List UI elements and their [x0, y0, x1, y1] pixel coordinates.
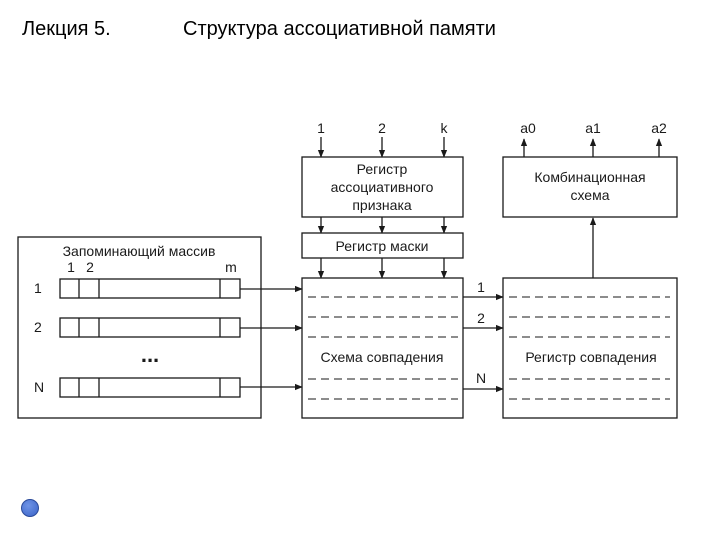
match-register: Регистр совпадения [502, 277, 678, 419]
circle-nav-icon[interactable] [21, 499, 39, 517]
output-label-a1: a1 [585, 120, 601, 136]
mask-register: Регистр маски [301, 232, 464, 259]
match-circuit-dashed-lines [308, 296, 458, 400]
association-register-label-line-3: признака [352, 197, 412, 213]
output-label-a0: a0 [520, 120, 536, 136]
association-input-label-k: k [441, 120, 449, 136]
association-register-label-line-2: ассоциативного [331, 179, 434, 195]
storage-rows-ellipsis: ... [141, 342, 159, 367]
association-input-label-2: 2 [378, 120, 386, 136]
association-register: 1 2 k Регистр ассоциативного признака [301, 120, 464, 218]
match-circuit-box [301, 277, 464, 419]
combinational-circuit-label-line-1: Комбинационная [534, 169, 645, 185]
storage-row-label-1: 1 [34, 280, 42, 296]
combinational-circuit-label-line-2: схема [570, 187, 609, 203]
lecture-label: Лекция 5. [22, 18, 111, 40]
storage-column-label-m: m [225, 259, 237, 275]
match-register-dashed-lines [509, 296, 670, 400]
association-input-label-1: 1 [317, 120, 325, 136]
storage-array: Запоминающий массив 1 2 m 1 2 N ... [17, 236, 262, 419]
slide-header: Лекция 5. Структура ассоциативной памяти [0, 18, 720, 48]
output-label-a2: a2 [651, 120, 667, 136]
match-output-label-1: 1 [477, 279, 485, 295]
match-output-label-n: N [476, 370, 486, 386]
storage-row-2 [59, 317, 241, 338]
match-circuit: Схема совпадения [301, 277, 464, 419]
storage-row-1 [59, 278, 241, 299]
match-register-label: Регистр совпадения [525, 349, 656, 365]
storage-array-label: Запоминающий массив [63, 243, 216, 259]
match-circuit-label: Схема совпадения [321, 349, 444, 365]
storage-row-n [59, 377, 241, 398]
combinational-circuit-box [502, 156, 678, 218]
mask-register-label: Регистр маски [336, 238, 429, 254]
match-output-label-2: 2 [477, 310, 485, 326]
storage-column-label-2: 2 [86, 259, 94, 275]
association-register-label-line-1: Регистр [357, 161, 408, 177]
storage-row-label-2: 2 [34, 319, 42, 335]
combinational-circuit: a0 a1 a2 Комбинационная схема [502, 120, 678, 218]
storage-row-label-n: N [34, 379, 44, 395]
storage-column-label-1: 1 [67, 259, 75, 275]
slide-title: Структура ассоциативной памяти [183, 18, 496, 40]
match-register-box [502, 277, 678, 419]
